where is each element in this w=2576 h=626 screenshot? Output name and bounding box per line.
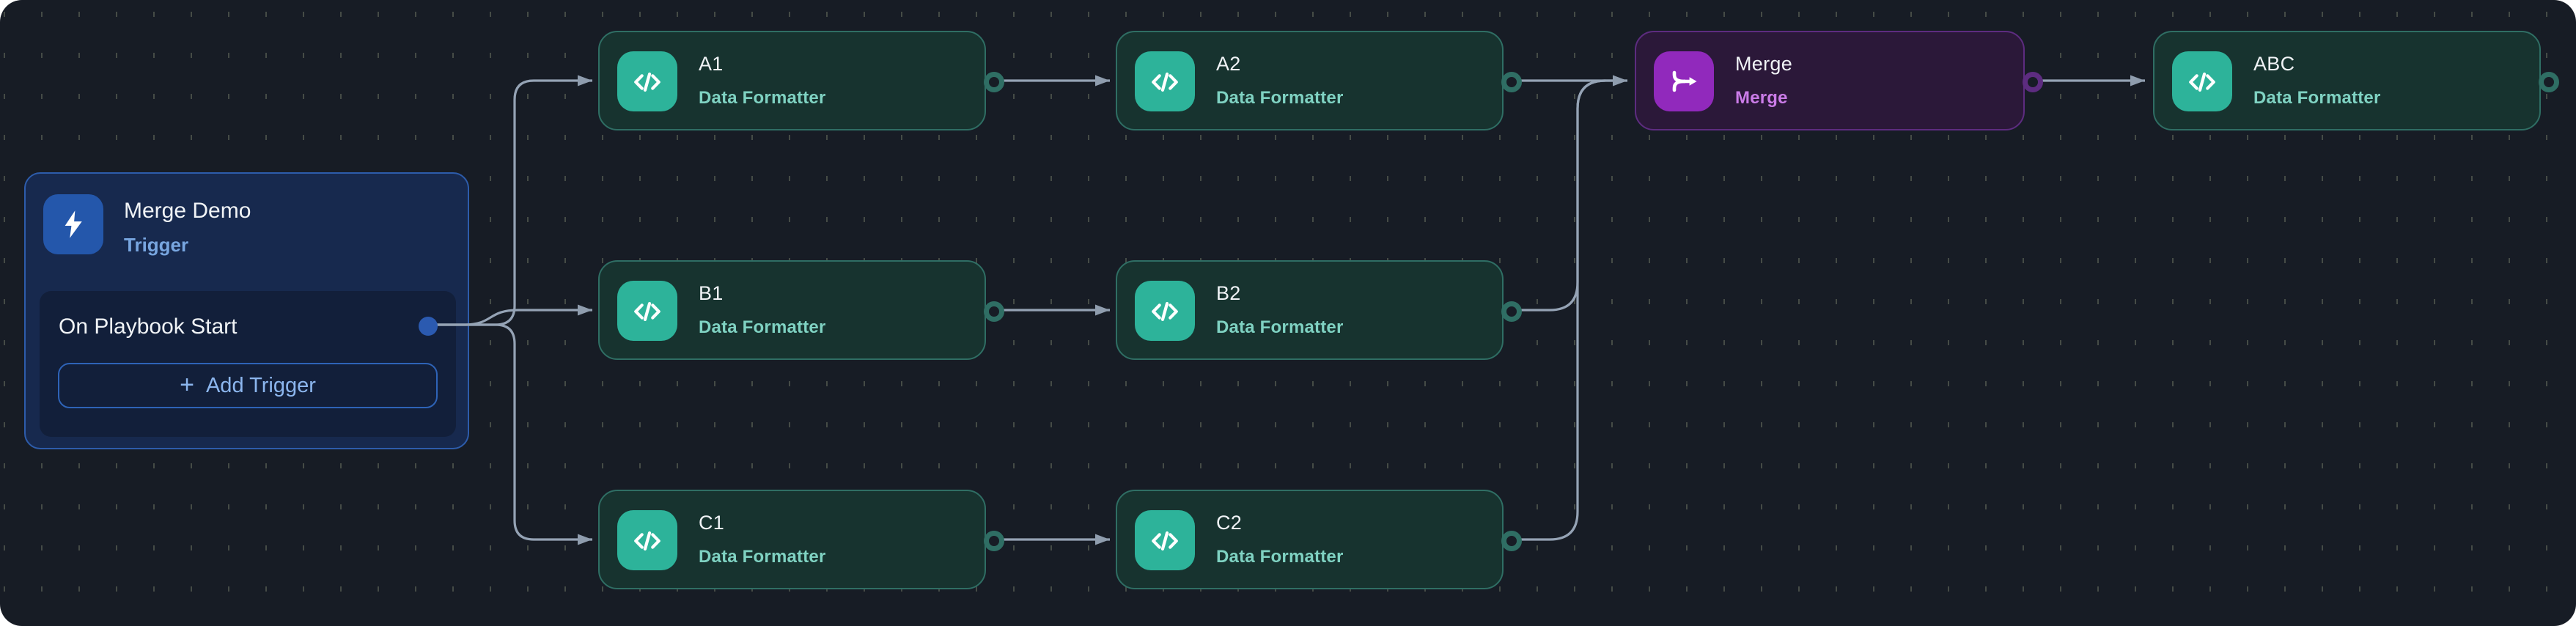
node-title: B1	[699, 282, 724, 304]
plus-icon: +	[180, 370, 194, 399]
node-title: ABC	[2253, 53, 2295, 75]
node-title: B2	[1216, 282, 1241, 304]
output-port[interactable]	[984, 301, 1004, 322]
trigger-output-port[interactable]	[419, 317, 438, 336]
trigger-node-subtitle: Trigger	[124, 234, 189, 256]
output-port[interactable]	[2023, 72, 2043, 92]
code-icon	[617, 510, 677, 570]
code-icon	[617, 281, 677, 341]
code-icon	[2172, 51, 2232, 111]
output-port[interactable]	[2539, 72, 2559, 92]
node-title: A1	[699, 53, 724, 75]
output-port[interactable]	[984, 72, 1004, 92]
code-icon	[617, 51, 677, 111]
trigger-node-card[interactable]: Merge Demo Trigger On Playbook Start + A…	[24, 172, 469, 449]
node-title: Merge	[1735, 53, 1793, 75]
edge-trigger-a1[interactable]	[427, 75, 592, 326]
node-subtitle: Data Formatter	[699, 547, 826, 567]
trigger-node-title: Merge Demo	[124, 199, 251, 223]
node-subtitle: Merge	[1735, 88, 1788, 108]
code-icon	[1135, 510, 1195, 570]
add-trigger-label: Add Trigger	[205, 373, 316, 397]
node-title: C2	[1216, 512, 1243, 534]
node-title: C1	[699, 512, 725, 534]
node-subtitle: Data Formatter	[1216, 88, 1344, 108]
add-trigger-button[interactable]: + Add Trigger	[58, 363, 438, 408]
code-icon	[1135, 51, 1195, 111]
edge-c2-merge[interactable]	[1520, 79, 1606, 541]
edge-b2-merge[interactable]	[1520, 79, 1613, 312]
lightning-icon	[43, 194, 103, 254]
flow-node-abc[interactable]: ABC Data Formatter	[2153, 31, 2559, 130]
output-port[interactable]	[984, 531, 1004, 551]
node-subtitle: Data Formatter	[699, 88, 826, 108]
output-port[interactable]	[1501, 531, 1522, 551]
code-icon	[1135, 281, 1195, 341]
node-subtitle: Data Formatter	[699, 317, 826, 337]
node-subtitle: Data Formatter	[1216, 547, 1344, 567]
trigger-list-card: On Playbook Start + Add Trigger	[40, 291, 456, 437]
node-subtitle: Data Formatter	[2253, 88, 2381, 108]
output-port[interactable]	[1501, 72, 1522, 92]
node-title: A2	[1216, 53, 1241, 75]
edge-trigger-c1[interactable]	[427, 323, 592, 545]
trigger-row-label: On Playbook Start	[59, 314, 238, 339]
output-port[interactable]	[1501, 301, 1522, 322]
node-subtitle: Data Formatter	[1216, 317, 1344, 337]
merge-icon	[1654, 51, 1714, 111]
